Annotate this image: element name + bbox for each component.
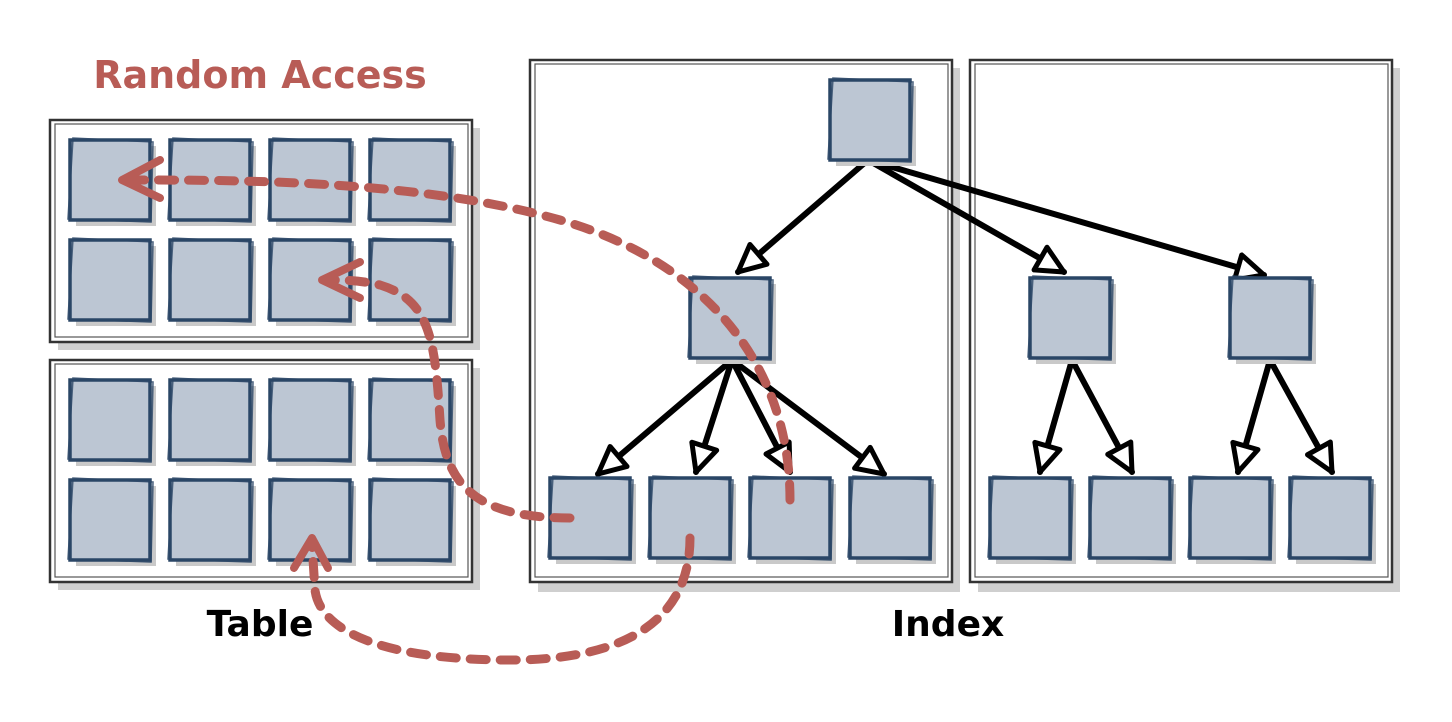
table-row-block-2: [167, 137, 256, 226]
index-leaf-node-4: [847, 475, 936, 564]
table-row-block-5: [67, 237, 156, 326]
access-arrowhead-row1: [118, 156, 164, 202]
index-leaf-node-5: [987, 475, 1076, 564]
table-row-block-9: [67, 377, 156, 466]
edge-inner3-leaf8: [1267, 357, 1335, 475]
access-path-leaf2-to-row15: [307, 533, 695, 665]
table-row-block-11: [267, 377, 356, 466]
edge-inner2-leaf5: [1032, 357, 1075, 475]
table-label: Table: [207, 604, 314, 645]
edge-inner1-leaf1: [595, 357, 735, 477]
table-row-block-6: [167, 237, 256, 326]
index-leaf-node-7: [1187, 475, 1276, 564]
table-row-block-15: [267, 477, 356, 566]
index-inner-node-1: [687, 275, 776, 364]
table-row-block-14: [167, 477, 256, 566]
table-row-block-10: [167, 377, 256, 466]
index-inner-node-3: [1227, 275, 1316, 364]
edge-root-to-inner-1: [735, 157, 871, 275]
edge-inner1-leaf4: [729, 357, 887, 477]
random-access-title: Random Access: [93, 53, 427, 97]
table-row-block-7: [267, 237, 356, 326]
access-path-leaf1-to-row7: [321, 275, 575, 523]
edge-inner3-leaf7: [1230, 357, 1273, 475]
access-arrowhead-row7: [318, 258, 364, 302]
index-leaf-node-3: [747, 475, 836, 564]
index-label: Index: [892, 604, 1004, 645]
edge-inner1-leaf2: [689, 357, 735, 475]
index-inner-node-2: [1027, 275, 1116, 364]
access-path-leaf3-to-row1: [123, 175, 795, 505]
index-leaf-node-8: [1287, 475, 1376, 564]
table-row-block-4: [367, 137, 456, 226]
edge-root-to-inner-2: [865, 157, 1067, 275]
edge-inner2-leaf6: [1069, 357, 1135, 475]
access-arrowhead-row15: [290, 534, 332, 572]
table-rows: [67, 137, 456, 566]
table-row-block-16: [367, 477, 456, 566]
index-leaf-node-6: [1087, 475, 1176, 564]
random-access-paths: [118, 156, 795, 665]
table-row-block-13: [67, 477, 156, 566]
index-root-node: [827, 77, 916, 166]
index-nodes: [547, 77, 1376, 564]
index-edges: [595, 157, 1335, 477]
